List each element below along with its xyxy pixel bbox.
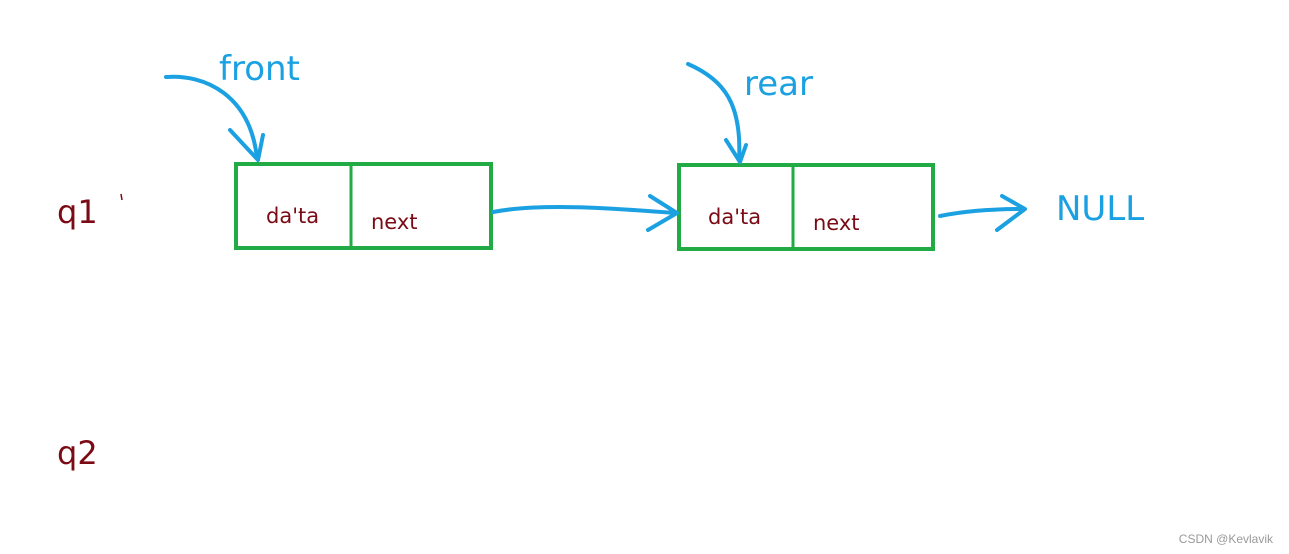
watermark: CSDN @Kevlavik <box>1178 532 1273 546</box>
front-pointer: front <box>164 49 300 162</box>
front-label: front <box>219 49 300 89</box>
node-1: da'ta next <box>234 162 493 250</box>
front-arrow-head <box>228 128 265 162</box>
node-1-box <box>234 162 493 250</box>
node-2-box <box>677 163 935 251</box>
null-link-line <box>938 207 1024 218</box>
next-link-arrow-head <box>646 194 679 232</box>
node-2-next-label: next <box>813 211 860 235</box>
null-link-arrow <box>938 194 1027 232</box>
node-1-data-label: da'ta <box>266 204 319 228</box>
queue-label-q2: q2 <box>57 434 98 472</box>
front-arrow <box>164 74 259 160</box>
stray-mark <box>120 193 123 201</box>
next-link-line <box>491 205 677 215</box>
queue-label-q1: q1 <box>57 193 98 231</box>
null-link-arrow-head <box>995 194 1027 232</box>
null-label: NULL <box>1056 189 1144 229</box>
node-1-next-label: next <box>371 210 418 234</box>
rear-arrow-head <box>724 138 748 164</box>
rear-arrow <box>686 62 742 162</box>
next-link-arrow <box>491 194 679 232</box>
node-2-data-label: da'ta <box>708 205 761 229</box>
rear-pointer: rear <box>686 62 813 164</box>
node-2: da'ta next <box>677 163 935 251</box>
rear-label: rear <box>744 64 813 104</box>
